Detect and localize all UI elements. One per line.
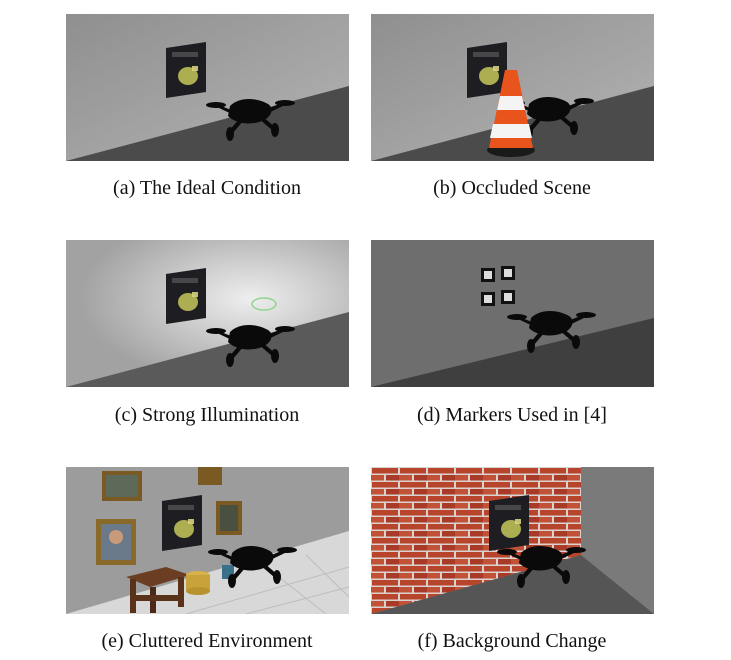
panel-strong-illumination: [66, 240, 349, 387]
panel-background-change: [371, 467, 654, 614]
panel-ideal-condition: [66, 14, 349, 161]
caption-f: (f) Background Change: [417, 630, 607, 652]
caption-e: (e) Cluttered Environment: [101, 630, 313, 652]
caption-a: (a) The Ideal Condition: [113, 177, 301, 199]
caption-c: (c) Strong Illumination: [114, 404, 300, 426]
panel-markers: [371, 240, 654, 387]
aruco-markers: [481, 266, 515, 306]
caption-d: (d) Markers Used in [4]: [417, 404, 607, 426]
panel-cluttered-environment: [66, 467, 349, 614]
panel-occluded-scene: [371, 14, 654, 161]
caption-b: (b) Occluded Scene: [433, 177, 591, 199]
